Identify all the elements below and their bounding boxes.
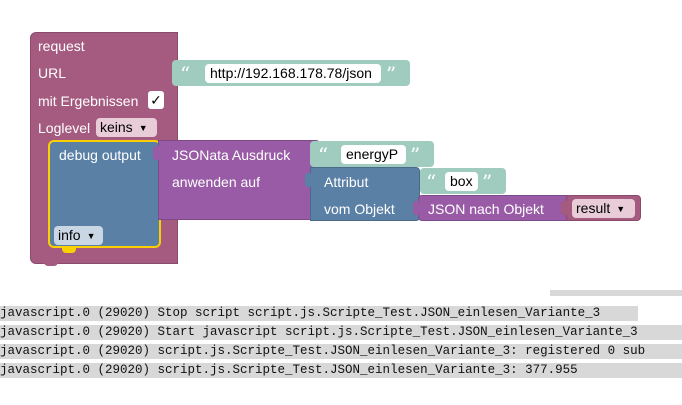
debug-output-label: debug output — [59, 147, 141, 163]
debug-level-value: info — [58, 227, 81, 243]
url-input[interactable]: http://192.168.178.78/json — [205, 64, 381, 83]
attribute-block[interactable] — [310, 167, 420, 221]
log-panel-top-bar — [550, 290, 682, 296]
request-block-title: request — [38, 38, 85, 54]
log-row: javascript.0 (29020) Stop script script.… — [0, 306, 638, 321]
close-quote-icon: ” — [482, 170, 493, 194]
jsonata-apply-label: anwenden auf — [172, 174, 260, 190]
results-checkbox[interactable]: ✓ — [148, 91, 164, 109]
check-icon: ✓ — [150, 92, 162, 108]
loglevel-value: keins — [100, 119, 133, 135]
log-row: javascript.0 (29020) script.js.Scripte_T… — [0, 344, 682, 359]
debug-output-block-notch — [62, 246, 76, 253]
attribute-input[interactable]: box — [445, 172, 478, 191]
variable-value: result — [576, 200, 611, 216]
chevron-down-icon: ▼ — [86, 231, 96, 241]
results-label: mit Ergebnissen — [38, 93, 139, 109]
chevron-down-icon: ▼ — [138, 123, 148, 133]
variable-dropdown[interactable]: result ▼ — [572, 199, 635, 218]
jsonata-input-tab — [153, 146, 161, 160]
close-quote-icon: ” — [410, 143, 421, 167]
jsonata-block[interactable] — [158, 140, 320, 220]
chevron-down-icon: ▼ — [616, 204, 626, 214]
variable-input-tab — [561, 201, 569, 215]
request-block-notch — [44, 258, 58, 266]
open-quote-icon: “ — [180, 62, 191, 86]
close-quote-icon: ” — [386, 62, 397, 86]
open-quote-icon: “ — [426, 170, 437, 194]
loglevel-dropdown[interactable]: keins ▼ — [96, 118, 157, 137]
debug-level-dropdown[interactable]: info ▼ — [54, 226, 103, 245]
open-quote-icon: “ — [318, 143, 329, 167]
jsonata-expr-label: JSONata Ausdruck — [172, 147, 291, 163]
loglevel-label: Loglevel — [38, 120, 91, 136]
json-parse-block[interactable] — [418, 195, 572, 221]
json-parse-label: JSON nach Objekt — [428, 201, 544, 217]
attribute-label: Attribut — [324, 174, 369, 190]
attribute-input-tab — [305, 173, 313, 187]
attribute-object-label: vom Objekt — [324, 201, 395, 217]
url-label: URL — [38, 65, 67, 81]
log-row: javascript.0 (29020) Start javascript sc… — [0, 325, 682, 340]
expr-input[interactable]: energyP — [341, 145, 406, 164]
log-panel: javascript.0 (29020) Stop script script.… — [0, 290, 682, 405]
log-row: javascript.0 (29020) script.js.Scripte_T… — [0, 363, 682, 378]
json-parse-input-tab — [413, 201, 421, 215]
